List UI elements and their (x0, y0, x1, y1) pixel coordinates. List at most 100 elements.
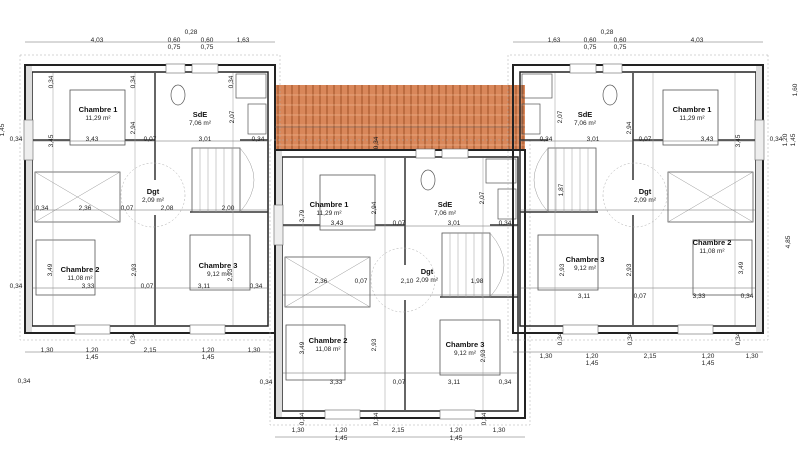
dimension-label: 0,34 (770, 136, 783, 143)
roof-tiles (275, 85, 525, 150)
dimension-label: 0,60 (168, 37, 181, 44)
dimension-label: 0,28 (185, 29, 198, 36)
wall-fill (276, 151, 282, 417)
dimension-label: 4,85 (785, 235, 792, 248)
dimension-label: 0,34 (10, 283, 23, 290)
stair-turn (489, 232, 505, 298)
dimension-label: 2,93 (559, 263, 566, 276)
window (324, 409, 361, 420)
dimension-label: 1,30 (540, 353, 553, 360)
dimension-label: 0,34 (260, 379, 273, 386)
window (165, 63, 186, 74)
dimension-label: 3,33 (82, 283, 95, 290)
dimension-label: 1,20 (335, 427, 348, 434)
door-swing (602, 162, 668, 228)
shower (521, 73, 553, 99)
dimension-label: 3,43 (86, 136, 99, 143)
sink (521, 103, 541, 135)
wardrobe-cross (34, 171, 121, 223)
dimension-label: 2,15 (392, 427, 405, 434)
dimension-label: 1,30 (292, 427, 305, 434)
dimension-label: 0,34 (48, 75, 55, 88)
room-area: 7,06 m² (434, 210, 457, 217)
bed-chambre-3 (537, 234, 599, 291)
room-name: SdE (578, 110, 593, 119)
bed-chambre-1 (662, 89, 719, 146)
room-name: SdE (438, 200, 453, 209)
room-name: Chambre 1 (310, 200, 349, 209)
dimension-label: 2,00 (222, 205, 235, 212)
dimension-label: 3,45 (48, 134, 55, 147)
dimension-label: 2,15 (144, 347, 157, 354)
dimension-label: 1,45 (86, 354, 99, 361)
dimension-label: 0,34 (540, 136, 553, 143)
dimension-label: 2,94 (130, 121, 137, 134)
dimension-label: 2,94 (371, 201, 378, 214)
room-area: 11,08 m² (315, 346, 341, 353)
outline-dashed (19, 54, 281, 341)
dimension-label: 1,45 (702, 360, 715, 367)
dimension-label: 0,75 (584, 44, 597, 51)
toilet (420, 169, 436, 191)
dimension-label: 1,45 (202, 354, 215, 361)
dimension-label: 1,60 (792, 83, 799, 96)
dimension-label: 4,03 (691, 37, 704, 44)
roof-area (275, 85, 525, 150)
wardrobe (667, 171, 754, 223)
dimension-label: 0,07 (355, 278, 368, 285)
dimension-label: 0,07 (639, 136, 652, 143)
dimension-label: 0,07 (121, 205, 134, 212)
dimension-label: 2,93 (626, 263, 633, 276)
window (602, 63, 623, 74)
bed-chambre-2 (35, 239, 96, 296)
dimension-label: 2,07 (229, 110, 236, 123)
dimension-label: 0,34 (228, 75, 235, 88)
dimension-label: 2,93 (480, 349, 487, 362)
dimension-label: 0,34 (10, 136, 23, 143)
outline-dashed (507, 54, 769, 341)
room-name: Dgt (147, 187, 160, 196)
window (677, 324, 714, 335)
door-swing (120, 162, 186, 228)
dimension-label: 1,20 (450, 427, 463, 434)
dimension-label: 0,34 (373, 412, 380, 425)
dimension-label: 3,49 (47, 263, 54, 276)
window (439, 409, 476, 420)
dimension-label: 1,98 (471, 278, 484, 285)
dimension-label: 1,63 (237, 37, 250, 44)
dimension-label: 1,45 (450, 435, 463, 442)
bed-chambre-3 (439, 319, 501, 376)
dimension-label: 2,07 (557, 110, 564, 123)
bed-chambre-1 (319, 174, 376, 231)
dimension-label: 0,34 (36, 205, 49, 212)
dimension-label: 1,20 (202, 347, 215, 354)
room-name: Chambre 3 (199, 261, 238, 270)
dimension-label: 3,01 (587, 136, 600, 143)
window (273, 204, 284, 246)
dimension-label: 0,07 (141, 283, 154, 290)
room-name: Dgt (421, 267, 434, 276)
room-area: 9,12 m² (454, 350, 477, 357)
room-area: 2,09 m² (416, 277, 439, 284)
room-name: Chambre 2 (309, 336, 348, 345)
dimension-label: 1,20 (586, 353, 599, 360)
wardrobe (34, 171, 121, 223)
dimension-label: 1,30 (746, 353, 759, 360)
dimension-label: 1,20 (86, 347, 99, 354)
dimension-label: 3,33 (330, 379, 343, 386)
dimension-label: 4,03 (91, 37, 104, 44)
unit-center (269, 126, 531, 438)
window (189, 324, 226, 335)
bed-chambre-2 (285, 324, 346, 381)
dimension-label: 0,07 (393, 379, 406, 386)
dimension-label: 3,01 (448, 220, 461, 227)
dimension-label: 0,75 (168, 44, 181, 51)
dimension-label: 2,36 (79, 205, 92, 212)
window (191, 63, 219, 74)
dimension-label: 0,34 (627, 332, 634, 345)
room-area: 7,06 m² (574, 120, 597, 127)
dimension-label: 0,60 (584, 37, 597, 44)
room-name: Chambre 3 (566, 255, 605, 264)
room-area: 2,09 m² (634, 197, 657, 204)
dimension-label: 3,49 (738, 261, 745, 274)
